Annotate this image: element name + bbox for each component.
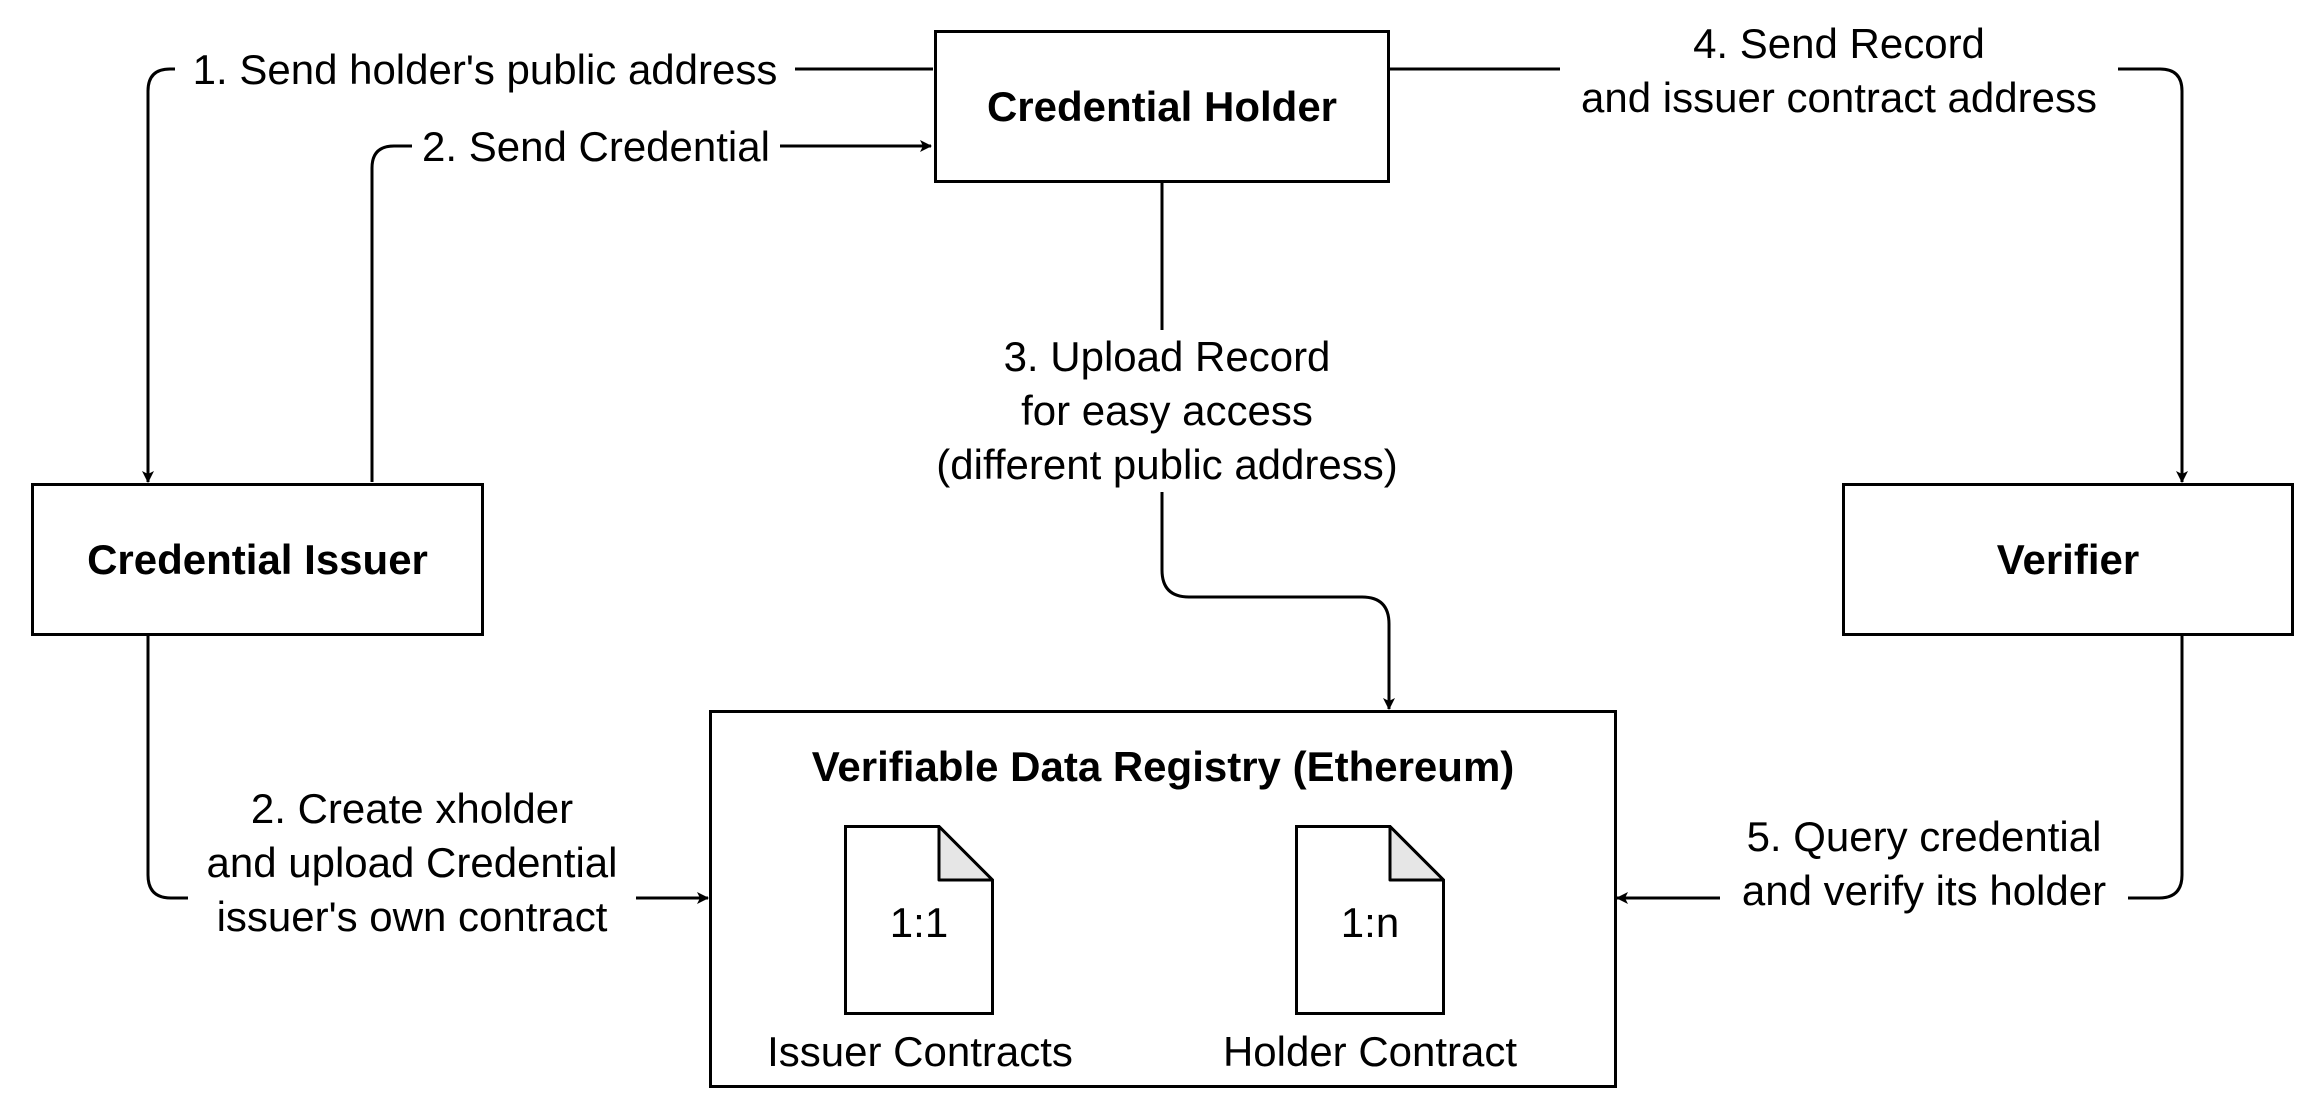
document-icon: [1295, 825, 1445, 1015]
step1-label: 1. Send holder's public address: [175, 43, 795, 97]
step2-create-label: 2. Create xholder and upload Credential …: [188, 782, 636, 944]
registry-title: Verifiable Data Registry (Ethereum): [811, 743, 1515, 790]
edge-step1: [142, 67, 933, 483]
step5-line-1: 5. Query credential: [1746, 813, 2102, 860]
issuer-doc-cardinality: 1:1: [889, 899, 949, 946]
edge-step2-create: [146, 636, 709, 904]
issuer-contracts-doc: 1:1: [844, 825, 994, 1015]
step4-line-2: and issuer contract address: [1581, 74, 2097, 121]
edge-step5: [1616, 636, 2184, 904]
step3-line-1: 3. Upload Record: [1003, 333, 1331, 380]
step2-create-line-2: and upload Credential: [206, 839, 618, 886]
step2-create-line-3: issuer's own contract: [216, 893, 608, 940]
step5-label: 5. Query credential and verify its holde…: [1720, 810, 2128, 918]
verifiable-data-registry: Verifiable Data Registry (Ethereum) 1:1 …: [709, 710, 1617, 1088]
document-icon: [844, 825, 994, 1015]
holder-contract-doc: 1:n: [1295, 825, 1445, 1015]
step4-line-1: 4. Send Record: [1693, 20, 1985, 67]
edge-step2-send: [370, 140, 932, 482]
edge-step3: [1160, 182, 1395, 710]
credential-holder-node: Credential Holder: [934, 30, 1390, 183]
step2-create-line-1: 2. Create xholder: [250, 785, 574, 832]
step3-line-2: for easy access: [1021, 387, 1313, 434]
step2-send-label: 2. Send Credential: [412, 120, 780, 174]
step5-line-2: and verify its holder: [1741, 867, 2107, 914]
step3-label: 3. Upload Record for easy access (differ…: [918, 330, 1416, 492]
step4-label: 4. Send Record and issuer contract addre…: [1560, 17, 2118, 125]
holder-contract-label: Holder Contract: [1222, 1028, 1518, 1075]
issuer-contracts-label: Issuer Contracts: [767, 1028, 1073, 1075]
credential-issuer-node: Credential Issuer: [31, 483, 484, 636]
holder-doc-cardinality: 1:n: [1340, 899, 1400, 946]
verifier-node: Verifier: [1842, 483, 2294, 636]
edge-step4: [1389, 67, 2188, 483]
step3-line-3: (different public address): [936, 441, 1398, 488]
